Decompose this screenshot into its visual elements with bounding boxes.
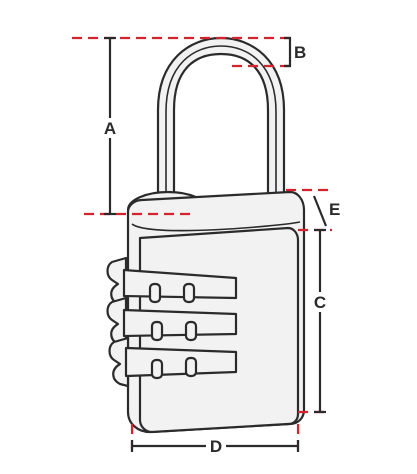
- dimension-e: E: [312, 195, 340, 227]
- dimension-b-label: B: [294, 43, 306, 62]
- dial-3-digit-a: [150, 358, 164, 380]
- body-top-bevel: [131, 221, 301, 232]
- dial-3: [108, 336, 238, 388]
- dial-3-wheel: [108, 336, 130, 388]
- shackle-inner-highlight: [165, 45, 277, 208]
- combination-dials: [106, 256, 238, 388]
- dimension-d: D: [130, 436, 300, 456]
- dimension-a-label: A: [104, 119, 116, 138]
- dimension-d-label-bg: [206, 436, 226, 456]
- shackle-outer: [156, 36, 286, 218]
- dimension-e-label: E: [329, 200, 340, 219]
- dial-1-digit-b: [182, 282, 196, 304]
- dial-1-digit-a: [148, 282, 162, 304]
- dimension-a: A: [101, 36, 119, 216]
- dial-2-digit-b: [184, 320, 198, 342]
- dimension-e-line: [312, 195, 328, 227]
- dial-2-slot: [122, 308, 238, 338]
- dimension-c: C: [311, 228, 329, 414]
- dimension-a-label-bg: [101, 118, 119, 138]
- dial-2: [106, 296, 238, 348]
- dial-3-slot: [124, 346, 238, 378]
- dial-2-digit-a: [150, 320, 164, 342]
- dial-1: [106, 256, 238, 308]
- shackle: [156, 36, 286, 218]
- dial-3-digit-b: [184, 356, 198, 378]
- dimension-c-label: C: [314, 293, 326, 312]
- dimension-c-label-bg: [311, 292, 329, 312]
- dimension-d-label: D: [210, 437, 222, 456]
- dimension-b: B: [284, 36, 306, 68]
- dimension-b-bracket: [284, 36, 292, 68]
